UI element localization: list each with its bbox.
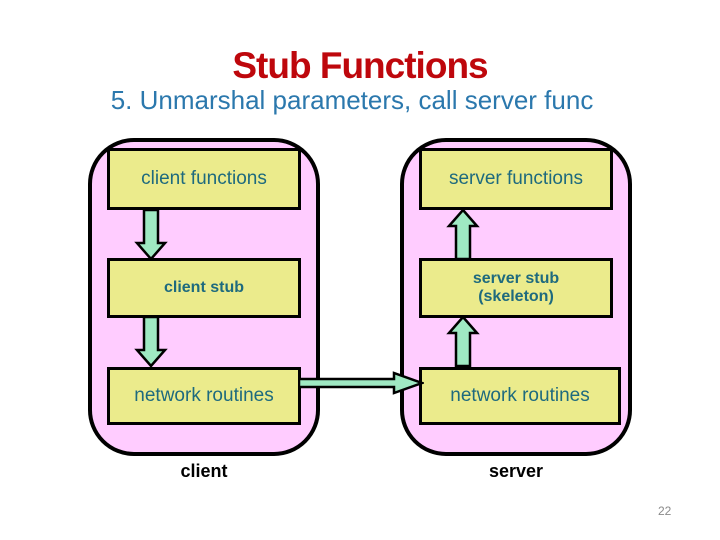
server-network-routines-box: network routines: [419, 367, 621, 425]
server-stub-label: server stub: [472, 269, 560, 287]
slide-title: Stub Functions: [232, 45, 488, 86]
client-functions-label: client functions: [141, 168, 267, 190]
right-arrow-icon: [298, 371, 424, 395]
server-stub-box: server stub (skeleton): [419, 258, 613, 318]
page-number: 22: [658, 504, 672, 518]
client-network-routines-box: network routines: [107, 367, 301, 425]
up-arrow-icon: [446, 315, 480, 367]
server-functions-label: server functions: [448, 168, 584, 190]
down-arrow-icon: [134, 316, 168, 368]
server-stub-label-line2: (skeleton): [478, 288, 554, 305]
client-panel: client functions client stub network rou…: [88, 138, 320, 456]
slide-subtitle: 5. Unmarshal parameters, call server fun…: [110, 85, 594, 115]
client-network-routines-label: network routines: [134, 385, 274, 407]
client-functions-box: client functions: [107, 148, 301, 210]
server-network-routines-label: network routines: [450, 385, 590, 407]
down-arrow-icon: [134, 209, 168, 261]
server-panel: server functions server stub (skeleton) …: [400, 138, 632, 456]
server-caption: server: [488, 461, 544, 481]
server-functions-box: server functions: [419, 148, 613, 210]
up-arrow-icon: [446, 208, 480, 260]
client-stub-label: client stub: [163, 278, 244, 296]
client-stub-box: client stub: [107, 258, 301, 318]
client-caption: client: [180, 461, 228, 481]
